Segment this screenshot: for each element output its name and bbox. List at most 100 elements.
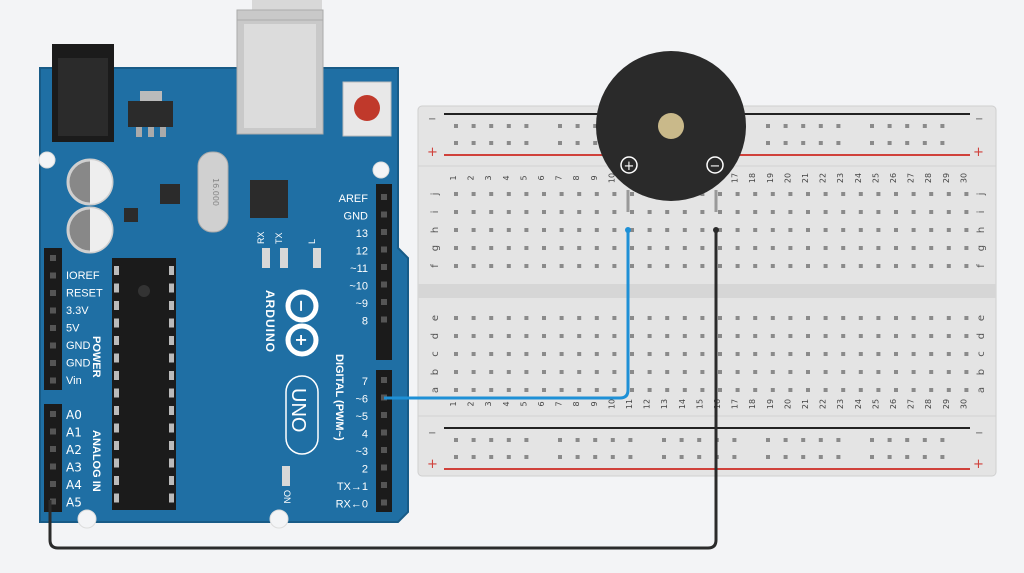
breadboard-hole[interactable] [718, 352, 722, 356]
rail-hole[interactable] [818, 438, 823, 442]
breadboard-hole[interactable] [471, 210, 476, 214]
rail-hole[interactable] [905, 438, 910, 442]
header-pin[interactable] [381, 316, 387, 323]
rail-hole[interactable] [506, 141, 511, 145]
breadboard-hole[interactable] [630, 210, 634, 214]
rail-hole[interactable] [783, 455, 788, 459]
breadboard-hole[interactable] [788, 264, 793, 268]
breadboard-hole[interactable] [489, 388, 494, 392]
breadboard-hole[interactable] [894, 352, 898, 356]
breadboard-hole[interactable] [718, 334, 722, 338]
rail-hole[interactable] [887, 124, 892, 128]
rail-hole[interactable] [887, 455, 892, 459]
breadboard-hole[interactable] [894, 264, 898, 268]
breadboard-hole[interactable] [876, 352, 881, 356]
rail-hole[interactable] [524, 141, 529, 145]
breadboard-hole[interactable] [806, 210, 810, 214]
breadboard-hole[interactable] [823, 334, 828, 338]
header-pin[interactable] [50, 272, 56, 279]
breadboard-hole[interactable] [964, 388, 969, 392]
breadboard-hole[interactable] [594, 388, 599, 392]
breadboard-hole[interactable] [735, 192, 740, 196]
breadboard-hole[interactable] [700, 264, 705, 268]
breadboard-hole[interactable] [594, 210, 599, 214]
breadboard-hole[interactable] [612, 370, 617, 374]
header-pin[interactable] [381, 412, 387, 418]
breadboard-hole[interactable] [542, 210, 546, 214]
breadboard-hole[interactable] [823, 228, 828, 232]
header-pin[interactable] [50, 463, 56, 470]
breadboard-hole[interactable] [964, 192, 969, 196]
breadboard-hole[interactable] [735, 388, 740, 392]
breadboard-hole[interactable] [858, 210, 863, 214]
rail-hole[interactable] [575, 438, 580, 442]
header-pin[interactable] [381, 281, 387, 288]
breadboard-hole[interactable] [858, 246, 863, 250]
breadboard-hole[interactable] [770, 264, 775, 268]
breadboard-hole[interactable] [489, 316, 494, 320]
breadboard-hole[interactable] [753, 316, 758, 320]
rail-hole[interactable] [575, 455, 580, 459]
breadboard-hole[interactable] [682, 246, 687, 250]
breadboard-hole[interactable] [612, 334, 617, 338]
breadboard-hole[interactable] [577, 264, 582, 268]
breadboard-hole[interactable] [577, 388, 582, 392]
rail-hole[interactable] [454, 455, 458, 459]
breadboard-hole[interactable] [630, 192, 634, 196]
rail-hole[interactable] [489, 455, 494, 459]
breadboard-hole[interactable] [911, 334, 916, 338]
rail-hole[interactable] [558, 455, 562, 459]
breadboard-hole[interactable] [894, 334, 898, 338]
reset-button-cap[interactable] [354, 95, 380, 121]
breadboard-hole[interactable] [506, 264, 511, 268]
rail-hole[interactable] [766, 124, 770, 128]
rail-hole[interactable] [922, 141, 927, 145]
breadboard-hole[interactable] [630, 264, 634, 268]
breadboard-hole[interactable] [489, 334, 494, 338]
header-pin[interactable] [381, 447, 387, 453]
rail-hole[interactable] [506, 455, 511, 459]
breadboard-hole[interactable] [788, 228, 793, 232]
breadboard-hole[interactable] [489, 370, 494, 374]
breadboard-hole[interactable] [594, 334, 599, 338]
breadboard-hole[interactable] [858, 264, 863, 268]
breadboard-hole[interactable] [858, 316, 863, 320]
breadboard-hole[interactable] [964, 264, 969, 268]
breadboard-hole[interactable] [788, 370, 793, 374]
breadboard-hole[interactable] [806, 264, 810, 268]
breadboard-hole[interactable] [542, 352, 546, 356]
breadboard-hole[interactable] [841, 246, 846, 250]
rail-hole[interactable] [870, 124, 874, 128]
breadboard-hole[interactable] [471, 352, 476, 356]
rail-hole[interactable] [593, 141, 598, 145]
rail-hole[interactable] [801, 455, 806, 459]
header-pin[interactable] [50, 290, 56, 296]
breadboard-hole[interactable] [489, 246, 494, 250]
breadboard-hole[interactable] [823, 210, 828, 214]
rail-hole[interactable] [766, 455, 770, 459]
breadboard-hole[interactable] [454, 192, 458, 196]
breadboard-hole[interactable] [753, 370, 758, 374]
breadboard-hole[interactable] [823, 192, 828, 196]
breadboard-hole[interactable] [454, 352, 458, 356]
rail-hole[interactable] [610, 438, 615, 442]
breadboard-hole[interactable] [700, 316, 705, 320]
breadboard-hole[interactable] [806, 334, 810, 338]
rail-hole[interactable] [593, 438, 598, 442]
breadboard-hole[interactable] [594, 316, 599, 320]
header-pin[interactable] [381, 377, 387, 383]
wire-end-black[interactable] [713, 227, 719, 233]
rail-hole[interactable] [471, 124, 476, 128]
rail-hole[interactable] [679, 455, 684, 459]
breadboard-hole[interactable] [735, 228, 740, 232]
header-pin[interactable] [381, 482, 387, 488]
breadboard-hole[interactable] [929, 370, 934, 374]
breadboard-hole[interactable] [612, 388, 617, 392]
rail-hole[interactable] [489, 438, 494, 442]
breadboard-hole[interactable] [806, 228, 810, 232]
breadboard-hole[interactable] [559, 210, 564, 214]
breadboard-hole[interactable] [894, 388, 898, 392]
breadboard-hole[interactable] [647, 228, 652, 232]
rail-hole[interactable] [870, 438, 874, 442]
breadboard-hole[interactable] [559, 246, 564, 250]
